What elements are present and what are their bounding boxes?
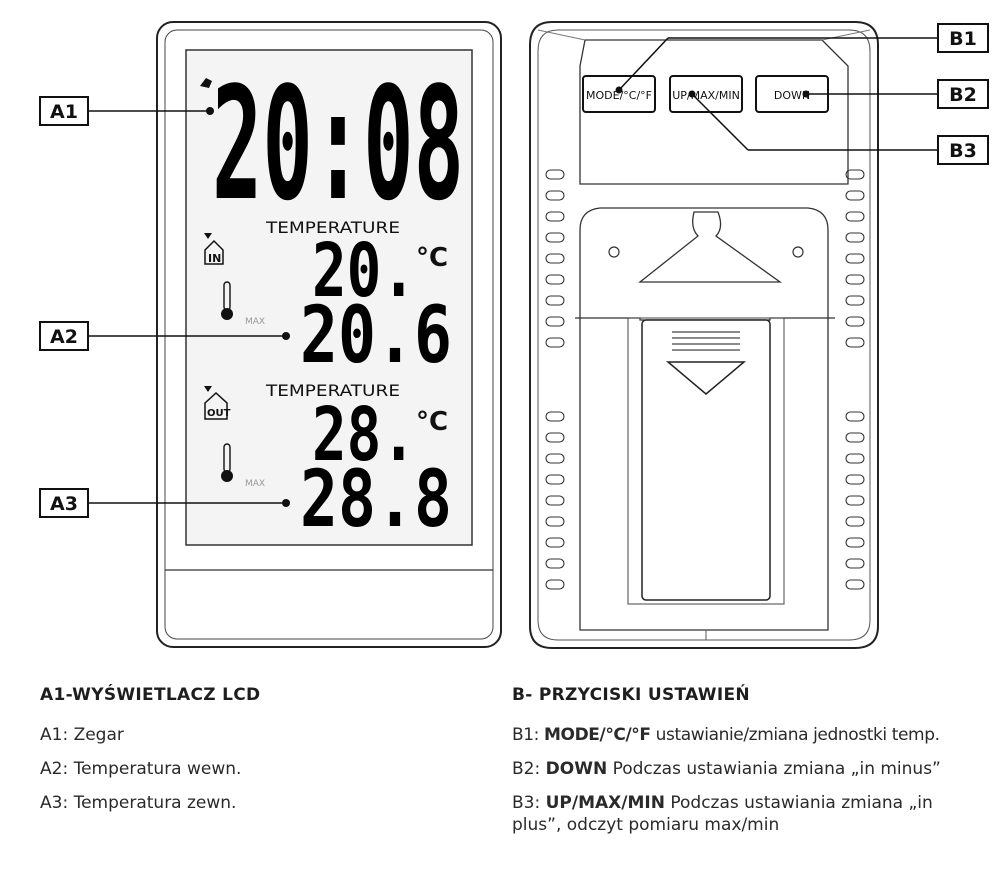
legend-b1-key: MODE/°C/°F [544,725,651,745]
indoor-temp-max: 20. [312,228,416,314]
temperature-label-indoor: TEMPERATURE [265,218,400,237]
indoor-badge: IN [208,252,221,265]
back-device: MODE/°C/°F UP/MAX/MIN DOWN [529,21,879,649]
legend-b3-desc-cont: plus”, odczyt pomiaru max/min [512,815,780,835]
vent-slots-left [545,169,565,590]
temperature-label-outdoor: TEMPERATURE [265,381,400,400]
house-out-icon [204,386,228,420]
callout-b2-label: B2 [949,84,977,106]
callout-b1-label: B1 [949,28,977,50]
legend-b3-key: UP/MAX/MIN [545,793,665,813]
outdoor-badge: OUT [207,408,231,419]
unit-indoor: °C [416,243,448,273]
up-max-min-button[interactable]: UP/MAX/MIN [669,75,743,113]
callout-b1: B1 [615,23,989,94]
legend-b-item-3: B3: UP/MAX/MIN Podczas ustawiania zmiana… [512,792,992,836]
legend-b-item-2: B2: DOWN Podczas ustawiania zmiana „in m… [512,758,941,780]
callout-a2: A2 [39,321,290,351]
up-button-label: UP/MAX/MIN [672,89,740,102]
alarm-bell-icon [200,78,212,88]
mode-button-label: MODE/°C/°F [586,89,652,102]
legend-a-heading: A1-WYŚWIETLACZ LCD [40,685,261,705]
open-arrow-icon [665,361,747,395]
outdoor-temp-current: 28.8 [300,455,452,545]
legend-a-item-3: A3: Temperatura zewn. [40,793,237,813]
callout-a1: A1 [39,96,214,126]
lcd-screen [185,49,473,546]
thermometer-icon-outdoor [221,443,233,482]
unit-outdoor: °C [416,407,448,437]
callout-b3: B3 [688,90,989,165]
outdoor-temp-max: 28. [312,392,416,478]
legend-b3-desc: Podczas ustawiania zmiana „in [664,793,933,813]
thermometer-icon-indoor [221,281,233,320]
clock-readout: 20:08 [212,53,464,235]
legend-a-item-1: A1: Zegar [40,725,124,745]
max-tag-indoor: MAX [245,317,265,327]
indoor-temp-current: 20.6 [300,291,452,381]
legend-b1-desc: ustawianie/zmiana jednostki temp. [650,725,940,745]
legend-b-item-1: B1: MODE/°C/°F ustawianie/zmiana jednost… [512,724,940,746]
callout-a2-label: A2 [50,326,78,348]
device-diagram: 20:08 TEMPERATURE IN MAX 20. 20.6 °C TEM… [39,21,989,649]
legend-a-item-2: A2: Temperatura wewn. [40,759,242,779]
legend-b-heading: B- PRZYCISKI USTAWIEŃ [512,685,750,705]
vent-slots-right [845,169,865,590]
legend-b3-prefix: B3: [512,793,546,813]
battery-cover [641,319,771,601]
max-tag-outdoor: MAX [245,479,265,489]
mode-button[interactable]: MODE/°C/°F [582,75,656,113]
house-in-icon [204,233,224,265]
callout-b3-label: B3 [949,140,977,162]
callout-b2: B2 [802,79,989,109]
legend-b2-desc: Podczas ustawiania zmiana „in minus” [607,759,941,779]
front-device: 20:08 TEMPERATURE IN MAX 20. 20.6 °C TEM… [156,21,502,648]
legend-b2-key: DOWN [545,759,608,779]
callout-a3: A3 [39,488,290,518]
legend-b2-prefix: B2: [512,759,546,779]
down-button-label: DOWN [774,89,810,102]
callout-a3-label: A3 [50,493,78,515]
legend-b1-prefix: B1: [512,725,545,745]
callout-a1-label: A1 [50,101,78,123]
